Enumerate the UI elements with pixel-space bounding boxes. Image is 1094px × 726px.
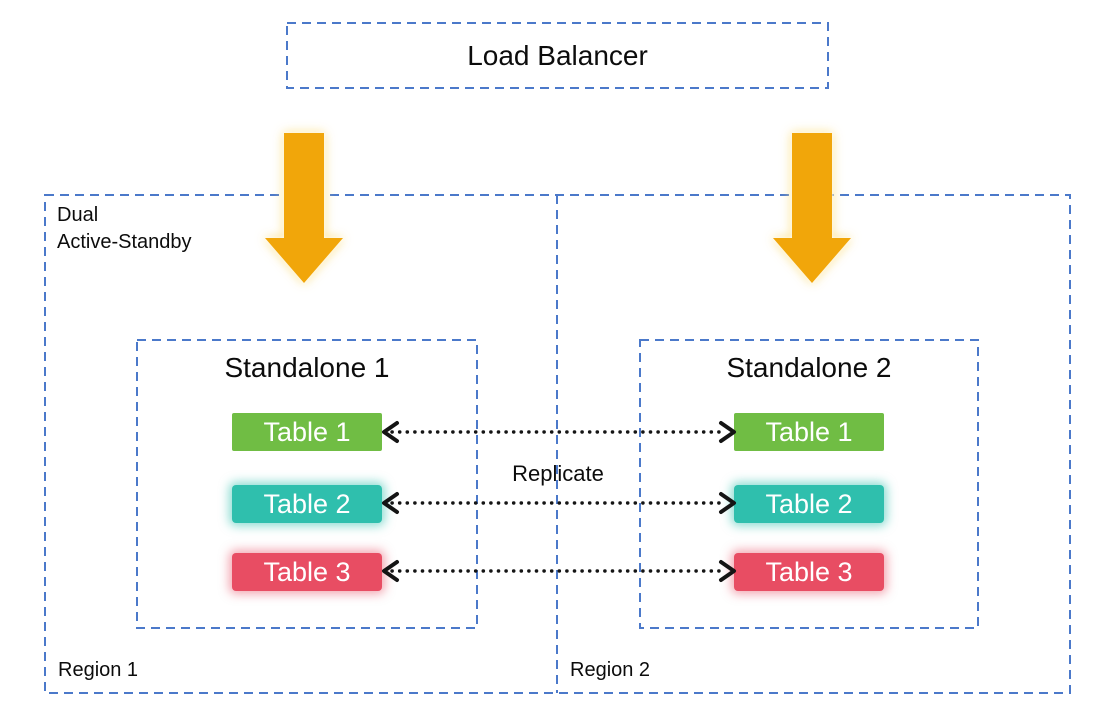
dual-active-standby-label: Dual Active-Standby xyxy=(57,204,192,253)
region-2-label: Region 2 xyxy=(570,659,651,681)
table-node: Table 2 xyxy=(232,485,382,523)
standalone-2-node: Standalone 2 Table 1 Table 2 Table 3 xyxy=(640,340,978,628)
table-label: Table 2 xyxy=(263,488,351,519)
table-node: Table 3 xyxy=(734,553,884,591)
table-label: Table 1 xyxy=(765,416,853,447)
standalone-2-title: Standalone 2 xyxy=(726,352,892,383)
replicate-label: Replicate xyxy=(512,461,604,486)
table-label: Table 3 xyxy=(263,556,351,587)
load-balancer-label: Load Balancer xyxy=(467,39,648,71)
table-node: Table 3 xyxy=(232,553,382,591)
table-node: Table 1 xyxy=(232,413,382,451)
load-balancer-node: Load Balancer xyxy=(287,23,828,88)
table-node: Table 2 xyxy=(734,485,884,523)
region-2-zone: Standalone 2 Table 1 Table 2 Table 3 Reg… xyxy=(557,195,1070,693)
table-node: Table 1 xyxy=(734,413,884,451)
table-label: Table 1 xyxy=(263,416,351,447)
standalone-1-node: Standalone 1 Table 1 Table 2 Table 3 xyxy=(137,340,477,628)
table-label: Table 3 xyxy=(765,556,853,587)
region-1-zone: Dual Active-Standby Standalone 1 Table 1… xyxy=(45,195,557,693)
region-1-label: Region 1 xyxy=(58,659,139,681)
standalone-1-title: Standalone 1 xyxy=(224,352,390,383)
table-label: Table 2 xyxy=(765,488,853,519)
